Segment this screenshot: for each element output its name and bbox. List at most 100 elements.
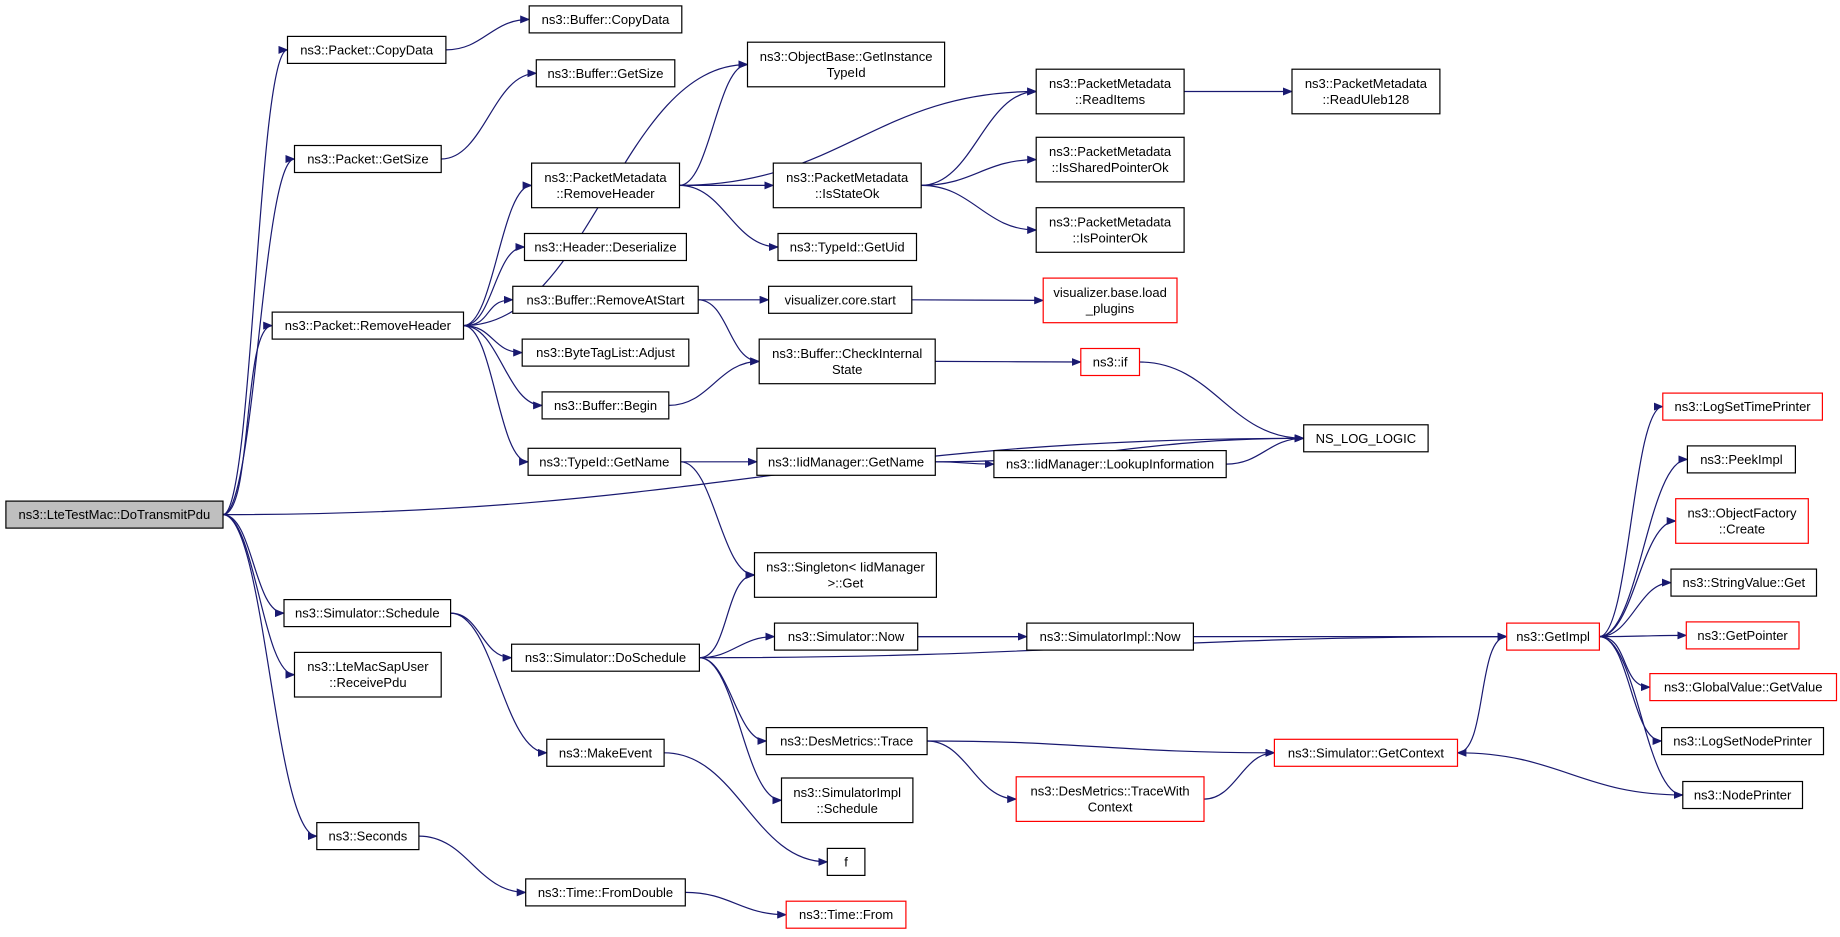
call-edge-desm_trace-to-desm_tracewith [926, 740, 1018, 804]
graph-node-pm-removeheader[interactable]: ns3::PacketMetadata::RemoveHeader [530, 162, 681, 209]
graph-node-time-from[interactable]: ns3::Time::From [785, 900, 907, 929]
node-box [753, 552, 937, 598]
call-edge-time_fromdouble-to-time_from [685, 891, 788, 919]
node-box [1303, 424, 1429, 453]
node-box [546, 738, 665, 767]
node-box [525, 878, 686, 907]
graph-node-btl-adjust[interactable]: ns3::ByteTagList::Adjust [521, 338, 690, 367]
graph-node-sim-getcontext[interactable]: ns3::Simulator::GetContext [1273, 738, 1459, 767]
node-label-line: ns3::NodePrinter [1694, 788, 1792, 803]
call-edge-root-to-sim_schedule [222, 514, 285, 618]
node-label-line: >::Get [828, 576, 864, 591]
graph-node-log-settimeprinter[interactable]: ns3::LogSetTimePrinter [1662, 392, 1824, 421]
node-box [1685, 621, 1800, 650]
node-box [1506, 622, 1600, 651]
node-label-line: visualizer.base.load [1053, 285, 1166, 300]
graph-node-p-copydata[interactable]: ns3::Packet::CopyData [286, 35, 447, 65]
node-label-line: State [832, 362, 862, 377]
graph-node-b-begin[interactable]: ns3::Buffer::Begin [541, 391, 670, 420]
call-edge-root-to-ltemacsap_receive [222, 514, 296, 679]
graph-node-b-copydata[interactable]: ns3::Buffer::CopyData [528, 5, 683, 34]
node-label-line: ::IsSharedPointerOk [1052, 160, 1170, 175]
node-box [528, 5, 683, 34]
graph-node-iid-lookup[interactable]: ns3::IidManager::LookupInformation [993, 450, 1227, 479]
node-label-line: ns3::LogSetTimePrinter [1675, 399, 1812, 414]
graph-node-peekimpl[interactable]: ns3::PeekImpl [1686, 445, 1797, 474]
graph-node-simimpl-schedule[interactable]: ns3::SimulatorImpl::Schedule [780, 777, 914, 824]
graph-node-f[interactable]: f [826, 847, 866, 877]
node-box [283, 598, 452, 628]
edge-layer [222, 15, 1689, 919]
graph-node-b-removeatstart[interactable]: ns3::Buffer::RemoveAtStart [512, 285, 699, 314]
graph-node-desm-trace[interactable]: ns3::DesMetrics::Trace [765, 726, 928, 756]
node-label-line: ns3::MakeEvent [559, 745, 653, 760]
node-box [758, 338, 936, 385]
call-edge-getimpl-to-log_settimeprinter [1599, 402, 1664, 638]
graph-node-ns-log-logic[interactable]: NS_LOG_LOGIC [1303, 424, 1429, 453]
graph-node-log-setnodeprinter[interactable]: ns3::LogSetNodePrinter [1660, 726, 1825, 756]
node-label-line: ns3::GetImpl [1516, 629, 1590, 644]
graph-node-p-getsize[interactable]: ns3::Packet::GetSize [293, 144, 442, 174]
call-edge-desm_trace-to-sim_getcontext [926, 740, 1276, 757]
node-box [773, 622, 919, 651]
graph-node-viz-base-load[interactable]: visualizer.base.load_plugins [1042, 277, 1178, 324]
graph-node-sim-doschedule[interactable]: ns3::Simulator::DoSchedule [511, 643, 701, 672]
node-label-line: ns3::SimulatorImpl [793, 785, 901, 800]
graph-node-ltemacsap-receive[interactable]: ns3::LteMacSapUser::ReceivePdu [293, 651, 442, 698]
graph-node-ns3-if[interactable]: ns3::if [1080, 347, 1141, 377]
graph-node-time-fromdouble[interactable]: ns3::Time::FromDouble [525, 878, 686, 907]
call-edge-pm_removeheader-to-ob_gettid [679, 60, 749, 186]
graph-node-pm-isstateok[interactable]: ns3::PacketMetadata::IsStateOk [772, 162, 922, 209]
node-label-line: ns3::Simulator::Schedule [295, 606, 440, 621]
graph-node-simimpl-now[interactable]: ns3::SimulatorImpl::Now [1026, 622, 1195, 651]
call-edge-p_removeheader-to-b_removeatstart [463, 295, 514, 327]
node-label-line: ns3::Seconds [329, 829, 408, 844]
call-edge-getimpl-to-of_create [1599, 517, 1677, 638]
graph-node-pm-issharedok[interactable]: ns3::PacketMetadata::IsSharedPointerOk [1035, 136, 1185, 183]
node-box [767, 285, 913, 314]
node-label-line: ::IsPointerOk [1073, 231, 1149, 246]
node-label-line: ns3::IidManager::LookupInformation [1006, 457, 1214, 472]
graph-node-tid-getuid[interactable]: ns3::TypeId::GetUid [777, 232, 918, 262]
call-edge-b_removeatstart-to-b_checkinternal [698, 299, 761, 366]
graph-node-p-removeheader[interactable]: ns3::Packet::RemoveHeader [271, 311, 465, 340]
graph-node-h-deserialize[interactable]: ns3::Header::Deserialize [523, 232, 687, 262]
node-label-line: ::IsStateOk [815, 186, 880, 201]
graph-node-pm-ispointerok[interactable]: ns3::PacketMetadata::IsPointerOk [1035, 207, 1185, 253]
node-box [512, 285, 699, 314]
graph-node-nodeprinter[interactable]: ns3::NodePrinter [1682, 780, 1804, 810]
node-label-line: ns3::LogSetNodePrinter [1673, 734, 1812, 749]
graph-node-root[interactable]: ns3::LteTestMac::DoTransmitPdu [5, 500, 224, 529]
node-label-line: ns3::TypeId::GetName [539, 454, 669, 469]
graph-node-gv-getvalue[interactable]: ns3::GlobalValue::GetValue [1649, 672, 1838, 702]
node-box [780, 777, 914, 824]
graph-node-tid-getname[interactable]: ns3::TypeId::GetName [527, 447, 682, 476]
node-box [530, 162, 681, 209]
call-edge-pm_isstateok-to-pm_readitems [921, 87, 1038, 186]
node-box [785, 900, 907, 929]
graph-node-makeevent[interactable]: ns3::MakeEvent [546, 738, 665, 767]
call-edge-ns3_if-to-ns_log_logic [1139, 361, 1305, 443]
graph-node-viz-core-start[interactable]: visualizer.core.start [767, 285, 913, 314]
graph-node-sim-now[interactable]: ns3::Simulator::Now [773, 622, 919, 651]
graph-node-sim-schedule[interactable]: ns3::Simulator::Schedule [283, 598, 452, 628]
graph-node-singleton-get[interactable]: ns3::Singleton< IidManager>::Get [753, 552, 937, 598]
graph-node-of-create[interactable]: ns3::ObjectFactory::Create [1675, 498, 1809, 544]
node-box [826, 847, 866, 877]
graph-node-pm-readuleb[interactable]: ns3::PacketMetadata::ReadUleb128 [1291, 68, 1441, 115]
graph-node-pm-readitems[interactable]: ns3::PacketMetadata::ReadItems [1035, 68, 1185, 115]
graph-node-b-getsize[interactable]: ns3::Buffer::GetSize [535, 59, 676, 88]
graph-node-seconds[interactable]: ns3::Seconds [316, 821, 420, 851]
graph-node-getpointer[interactable]: ns3::GetPointer [1685, 621, 1800, 650]
graph-node-sv-get[interactable]: ns3::StringValue::Get [1670, 568, 1818, 597]
node-label-line: ns3::TypeId::GetUid [790, 240, 905, 255]
graph-node-getimpl[interactable]: ns3::GetImpl [1506, 622, 1600, 651]
node-label-line: ns3::LteTestMac::DoTransmitPdu [19, 507, 211, 522]
call-edge-root-to-p_copydata [222, 46, 289, 516]
graph-node-iid-getname[interactable]: ns3::IidManager::GetName [756, 447, 936, 476]
call-edge-root-to-ns_log_logic [222, 434, 1305, 516]
